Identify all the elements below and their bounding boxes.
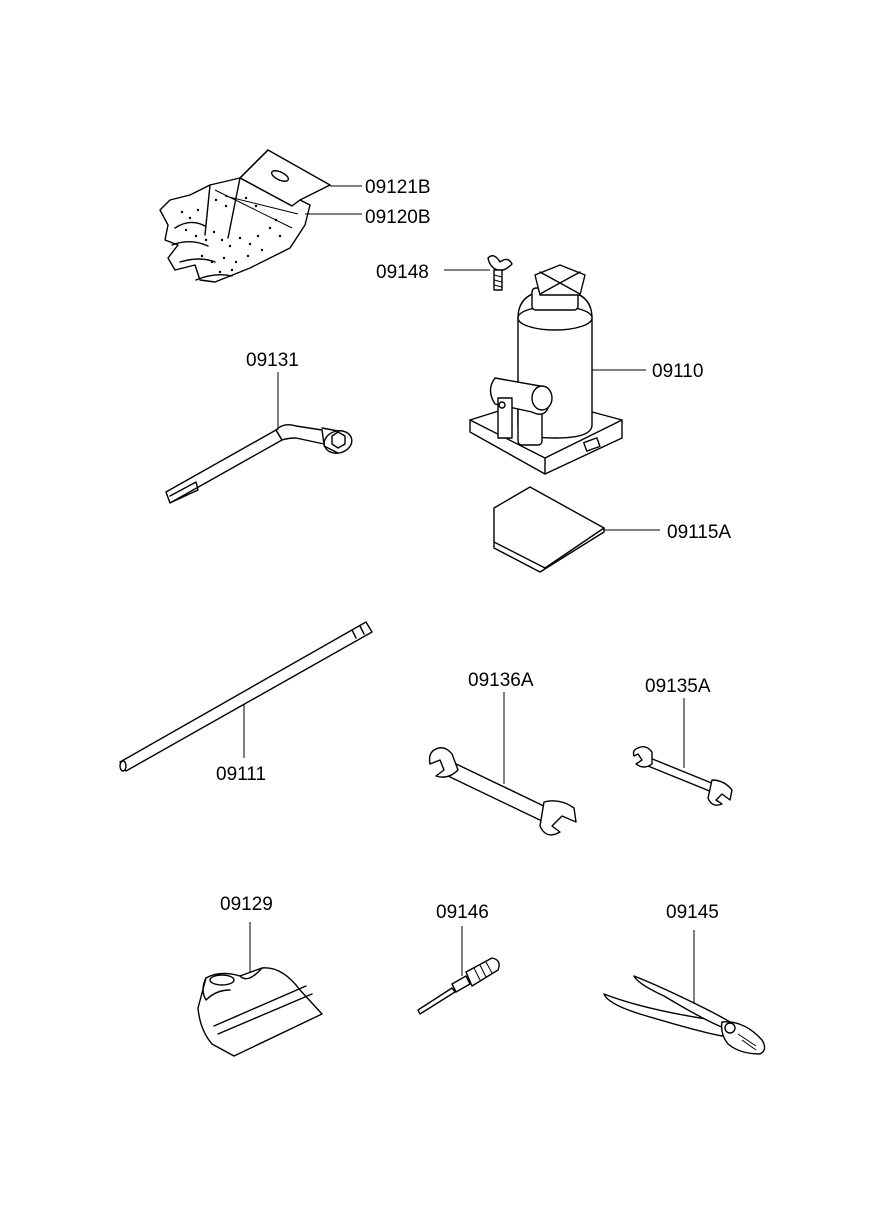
label-tool-bag: 09129 [220,894,273,915]
wing-bolt-illustration [487,255,513,291]
label-small-spanner: 09135A [645,676,711,697]
label-jack-pad: 09115A [667,522,731,543]
wheel-wrench-illustration [165,423,353,504]
label-wheel-wrench: 09131 [246,350,299,371]
jack-pad-illustration [493,486,605,573]
screwdriver-illustration [417,957,500,1015]
label-large-spanner: 09136A [468,670,534,691]
label-pliers: 09145 [666,902,719,923]
label-gloves-b: 09120B [365,207,431,228]
gloves-illustration [159,149,331,283]
glove-texture [180,196,282,274]
label-screwdriver: 09146 [436,902,489,923]
label-extension-bar: 09111 [216,764,266,785]
pliers-illustration [603,975,766,1055]
label-jack: 09110 [652,361,703,382]
label-gloves-a: 09121B [365,177,431,198]
tool-bag-illustration [197,967,323,1057]
bottle-jack-illustration [469,264,623,475]
large-spanner-illustration [428,747,577,836]
extension-bar-illustration [119,621,373,772]
small-spanner-illustration [632,745,733,806]
label-wing-bolt: 09148 [376,262,429,283]
